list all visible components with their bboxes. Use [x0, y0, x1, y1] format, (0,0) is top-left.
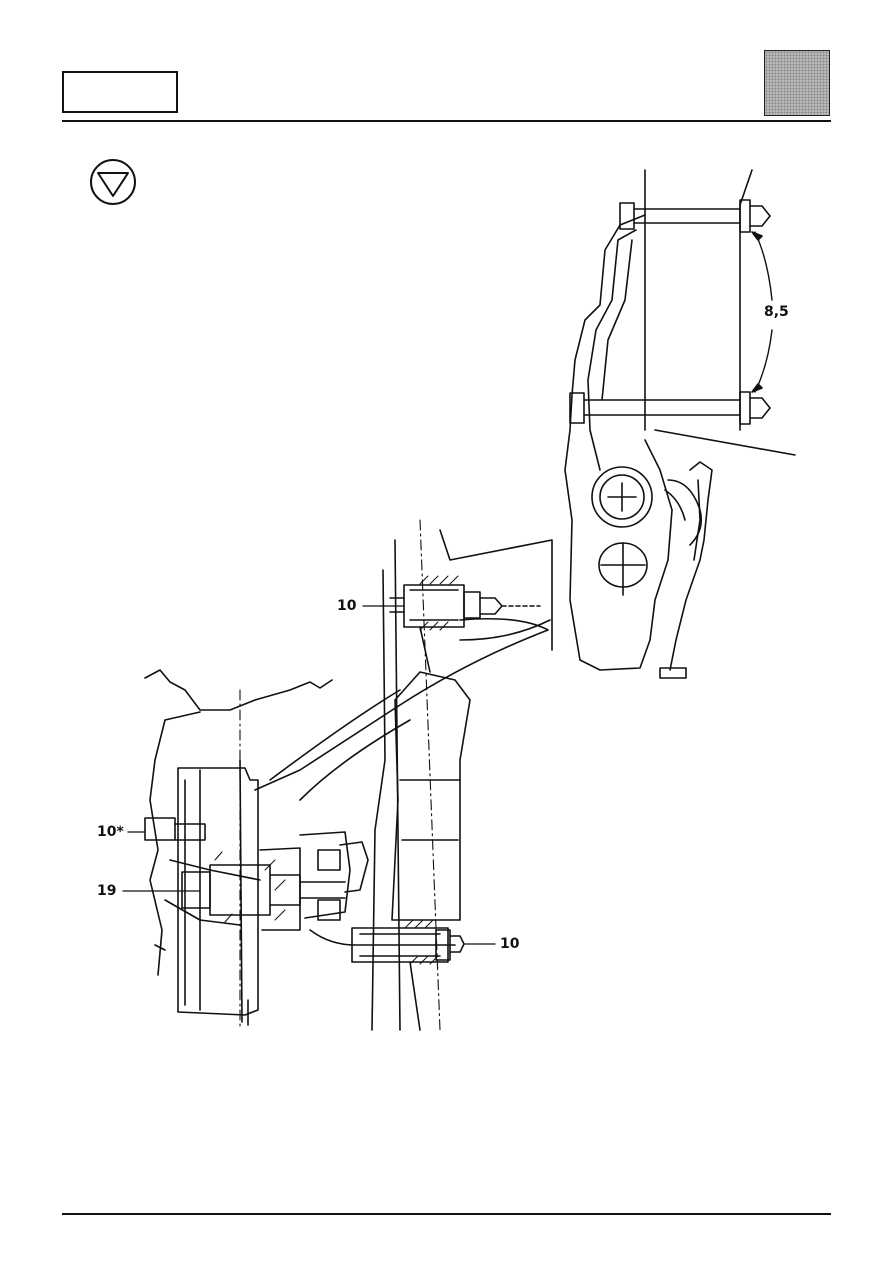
torque-label-caliper: 10* — [97, 824, 124, 840]
header-rule — [62, 120, 831, 122]
section-tab-square — [764, 50, 830, 116]
torque-label-upper-bolts: 8,5 — [764, 304, 789, 320]
triangle-in-circle-icon — [90, 159, 136, 205]
lower-section-assembly — [122, 519, 553, 1031]
upper-right-assembly — [564, 169, 796, 679]
torque-label-upper-mount: 10 — [337, 598, 357, 614]
header-box — [62, 71, 178, 113]
footer-rule — [62, 1213, 831, 1215]
torque-label-hub-nut: 19 — [97, 883, 117, 899]
torque-label-lower-mount: 10 — [500, 936, 520, 952]
bushing-hatching — [214, 575, 459, 965]
